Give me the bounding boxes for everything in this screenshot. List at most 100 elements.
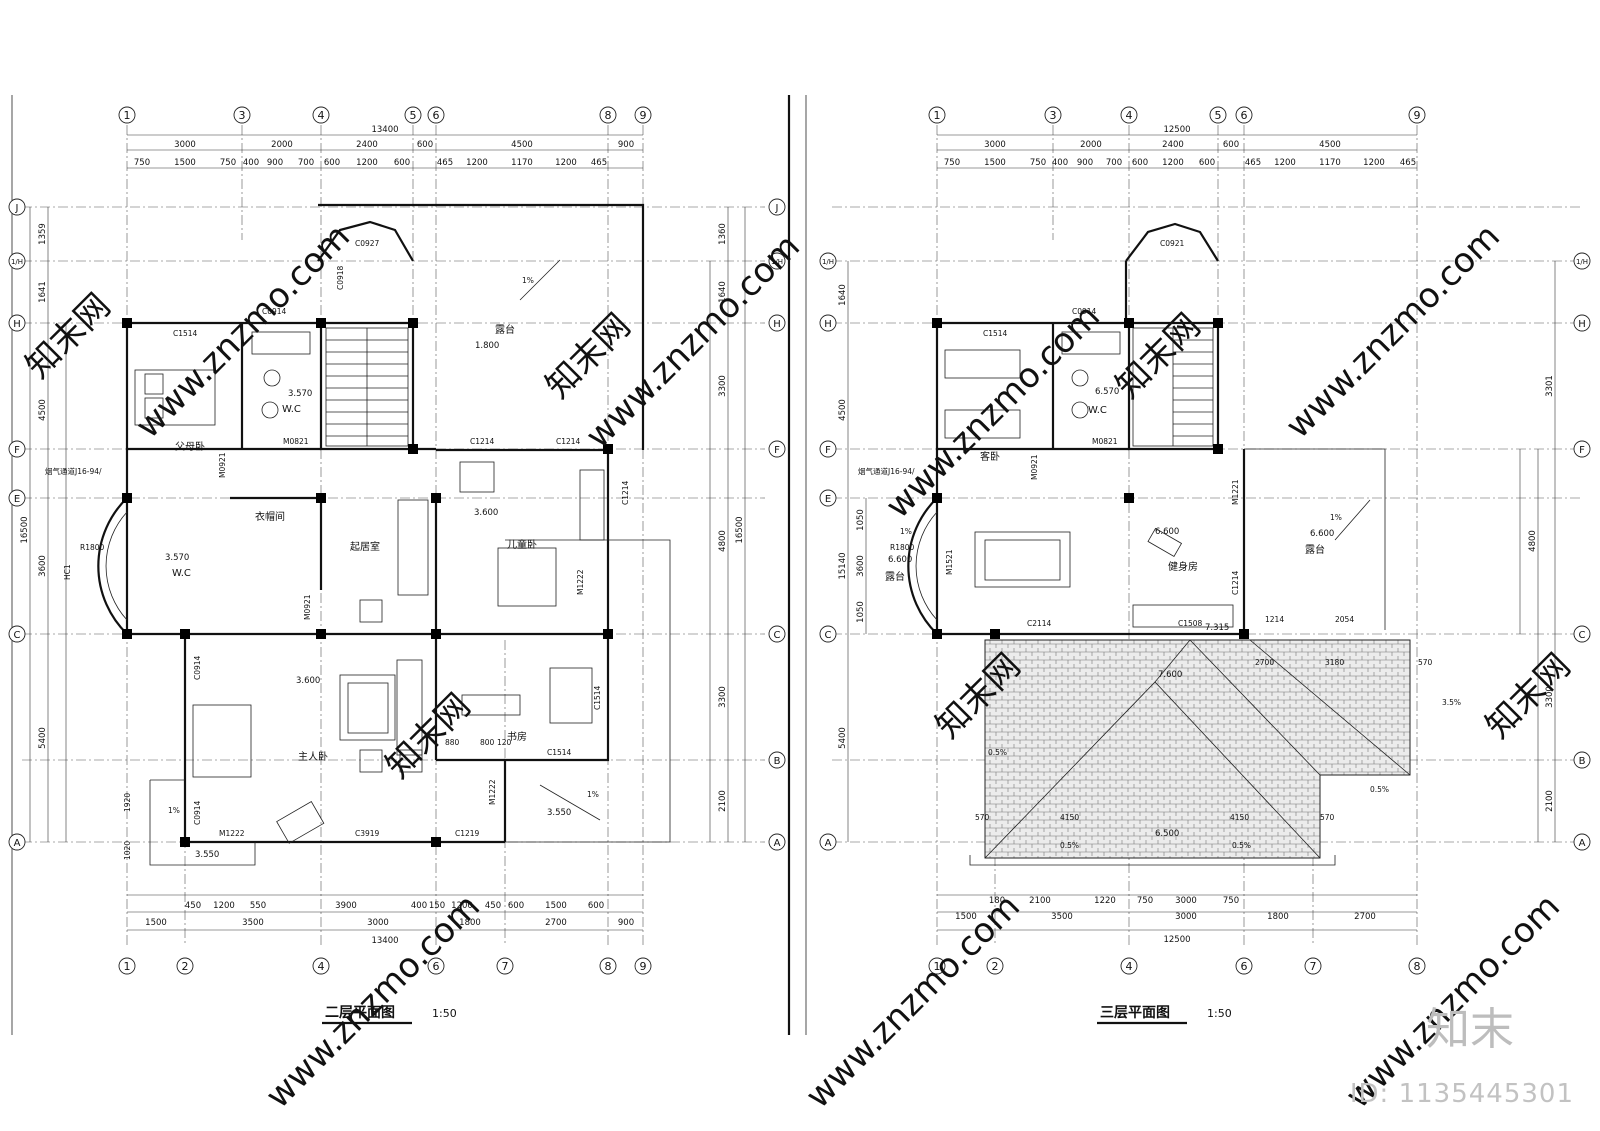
room-label: 主人卧 xyxy=(298,750,328,763)
svg-text:7.600: 7.600 xyxy=(1158,670,1182,680)
svg-text:R1800: R1800 xyxy=(80,543,105,552)
svg-text:1170: 1170 xyxy=(1319,158,1341,168)
svg-text:1800: 1800 xyxy=(1267,912,1289,922)
right-room-labels: 客卧 W.C 健身房 露台 露台 xyxy=(885,405,1325,583)
svg-text:F: F xyxy=(774,445,780,456)
svg-text:C1514: C1514 xyxy=(547,748,572,757)
svg-text:3000: 3000 xyxy=(984,140,1006,150)
svg-text:M1221: M1221 xyxy=(1231,479,1240,505)
left-dimension-lines xyxy=(29,134,746,931)
svg-text:3: 3 xyxy=(1050,109,1057,122)
svg-text:750: 750 xyxy=(1137,896,1153,906)
svg-text:C0914: C0914 xyxy=(193,800,202,825)
svg-text:1359: 1359 xyxy=(38,223,48,245)
axis-label: 4 xyxy=(318,109,325,122)
right-notes: 烟气通道J16-94/ R1800 1% 1% 0.5% 0.5% 0.5% 0… xyxy=(858,466,1461,850)
room-label: W.C xyxy=(172,568,191,579)
svg-text:2: 2 xyxy=(992,960,999,973)
right-axis-side: 1/H H F E C A 1/H H F C B A xyxy=(819,252,1591,851)
svg-text:1050: 1050 xyxy=(856,601,866,623)
svg-text:0.5%: 0.5% xyxy=(1060,841,1079,850)
svg-text:4150: 4150 xyxy=(1060,813,1079,822)
svg-text:3.550: 3.550 xyxy=(547,808,571,818)
dim-text: 600 xyxy=(417,140,433,150)
svg-text:客卧: 客卧 xyxy=(980,450,1000,463)
watermark-site: www.znzmo.com xyxy=(798,886,1028,1116)
svg-text:C0927: C0927 xyxy=(355,239,380,248)
svg-text:M0921: M0921 xyxy=(218,452,227,478)
svg-text:600: 600 xyxy=(394,158,410,168)
right-stair xyxy=(1132,327,1214,447)
svg-text:C2114: C2114 xyxy=(1027,619,1052,628)
svg-text:5400: 5400 xyxy=(38,727,48,749)
svg-text:H: H xyxy=(773,319,781,330)
svg-text:450: 450 xyxy=(485,901,501,911)
svg-text:570: 570 xyxy=(1418,658,1433,667)
axis-label: 8 xyxy=(605,960,612,973)
svg-text:880: 880 xyxy=(445,738,460,747)
watermark-brand: 知末网 xyxy=(1478,646,1578,746)
svg-text:C1214: C1214 xyxy=(621,480,630,505)
svg-text:600: 600 xyxy=(1199,158,1215,168)
svg-text:1.800: 1.800 xyxy=(475,341,499,351)
svg-text:2700: 2700 xyxy=(1255,658,1274,667)
svg-text:400: 400 xyxy=(243,158,259,168)
axis-label: 4 xyxy=(318,960,325,973)
svg-text:3600: 3600 xyxy=(856,555,866,577)
axis-label: 7 xyxy=(502,960,509,973)
svg-text:2054: 2054 xyxy=(1335,615,1354,624)
svg-text:1050: 1050 xyxy=(856,509,866,531)
svg-text:1200: 1200 xyxy=(213,901,235,911)
svg-text:C1514: C1514 xyxy=(983,329,1008,338)
svg-text:750: 750 xyxy=(1030,158,1046,168)
svg-text:1/H: 1/H xyxy=(771,258,783,266)
svg-text:J: J xyxy=(775,203,779,214)
svg-text:1214: 1214 xyxy=(1265,615,1284,624)
left-room-labels: 露台 父母卧 W.C 衣帽间 起居室 儿童卧 主人卧 书房 W.C xyxy=(172,323,537,763)
svg-text:800: 800 xyxy=(480,738,495,747)
axis-label: 6 xyxy=(433,960,440,973)
svg-text:465: 465 xyxy=(1245,158,1261,168)
axis-label: 8 xyxy=(605,109,612,122)
right-dimension-texts: 12500 3000 2000 2400 600 4500 750 1500 7… xyxy=(838,125,1555,945)
right-dimension-lines xyxy=(847,134,1556,931)
dim-text: 13400 xyxy=(371,125,398,135)
svg-text:E: E xyxy=(825,494,831,505)
svg-text:4800: 4800 xyxy=(718,530,728,552)
svg-text:2100: 2100 xyxy=(1545,790,1555,812)
svg-text:4800: 4800 xyxy=(1528,530,1538,552)
svg-text:1/H: 1/H xyxy=(822,258,834,266)
svg-text:2700: 2700 xyxy=(1354,912,1376,922)
left-furniture xyxy=(134,259,605,844)
left-axis-side: J 1/H H F E C A J 1/H H F C B A xyxy=(8,198,786,851)
svg-text:A: A xyxy=(774,838,781,849)
svg-text:1%: 1% xyxy=(1330,513,1342,522)
svg-text:1200: 1200 xyxy=(555,158,577,168)
watermark-site: www.znzmo.com xyxy=(1278,216,1508,446)
svg-text:1800: 1800 xyxy=(459,918,481,928)
svg-text:W.C: W.C xyxy=(1088,405,1107,416)
axis-label: 9 xyxy=(640,109,647,122)
right-opening-labels: C0914 C1514 C0921 M0821 M0921 M1221 M152… xyxy=(945,239,1240,628)
svg-text:HC1: HC1 xyxy=(63,564,72,580)
svg-text:1641: 1641 xyxy=(38,281,48,303)
watermark-brand: 知末网 xyxy=(18,286,118,386)
room-label: 儿童卧 xyxy=(507,538,537,551)
svg-text:3300: 3300 xyxy=(718,375,728,397)
svg-text:8: 8 xyxy=(1414,960,1421,973)
room-label: 露台 xyxy=(495,323,515,336)
svg-text:C0914: C0914 xyxy=(262,307,287,316)
svg-text:露台: 露台 xyxy=(1305,543,1325,556)
svg-text:1200: 1200 xyxy=(1274,158,1296,168)
svg-text:B: B xyxy=(774,756,781,767)
svg-text:F: F xyxy=(14,445,20,456)
svg-text:3.550: 3.550 xyxy=(195,850,219,860)
svg-text:15140: 15140 xyxy=(838,552,848,579)
svg-text:400: 400 xyxy=(1052,158,1068,168)
svg-text:A: A xyxy=(825,838,832,849)
svg-text:600: 600 xyxy=(508,901,524,911)
left-grid-vertical xyxy=(126,125,644,945)
svg-text:570: 570 xyxy=(975,813,990,822)
svg-text:M1521: M1521 xyxy=(945,549,954,575)
second-floor-plan: 1 3 4 5 6 8 9 1 2 4 6 7 8 9 J 1/H H F E … xyxy=(8,106,786,1025)
